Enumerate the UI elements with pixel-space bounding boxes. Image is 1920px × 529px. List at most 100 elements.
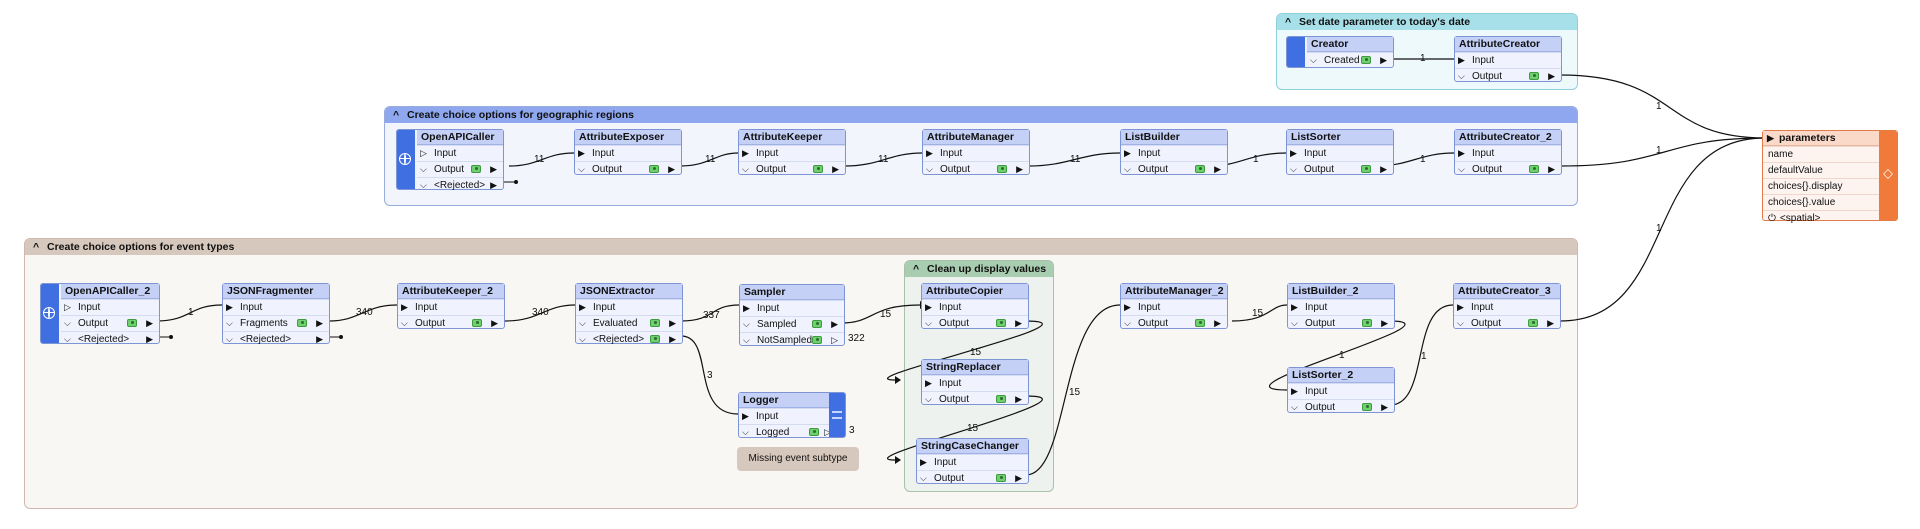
rejected-port[interactable]: ⌵<Rejected>▶ — [576, 331, 682, 347]
sampler-node[interactable]: Sampler ▶Input ⌵Sampled▶ ⌵NotSampled▷ — [739, 284, 845, 346]
input-port[interactable]: ▶Input — [1455, 52, 1561, 68]
eye-icon[interactable] — [1195, 319, 1205, 327]
output-port[interactable]: ⌵Output▶ — [575, 161, 681, 177]
eye-icon[interactable] — [1361, 165, 1371, 173]
output-port[interactable]: ⌵NotSampled▷ — [740, 332, 844, 348]
eye-icon[interactable] — [812, 336, 822, 344]
eye-icon[interactable] — [650, 319, 660, 327]
eye-icon[interactable] — [1528, 319, 1538, 327]
input-port[interactable]: ▶Input — [739, 145, 845, 161]
attributeexposer-node[interactable]: AttributeExposer ▶Input ⌵Output▶ — [574, 129, 682, 175]
eye-icon[interactable] — [813, 165, 823, 173]
input-port[interactable]: ▶Input — [740, 300, 844, 316]
input-port[interactable]: ▶Input — [576, 299, 682, 315]
listsorter-2-node[interactable]: ListSorter_2 ▶Input ⌵Output▶ — [1287, 367, 1395, 413]
input-port[interactable]: ▶Input — [1287, 145, 1393, 161]
output-port[interactable]: ⌵Output▶ — [417, 161, 503, 177]
annotation-note[interactable]: Missing event subtype — [737, 447, 859, 471]
eye-icon[interactable] — [1529, 165, 1539, 173]
input-port[interactable]: ▶Input — [739, 408, 829, 424]
output-port[interactable]: ⌵Output▶ — [1121, 161, 1227, 177]
collapse-icon[interactable]: ^ — [1285, 16, 1292, 28]
eye-icon[interactable] — [471, 165, 481, 173]
attributemanager-node[interactable]: AttributeManager ▶Input ⌵Output▶ — [922, 129, 1030, 175]
eye-icon[interactable] — [1529, 72, 1539, 80]
output-port[interactable]: ⌵Output▶ — [739, 161, 845, 177]
input-port[interactable]: ▶Input — [398, 299, 504, 315]
jsonfragmenter-node[interactable]: JSONFragmenter ▶Input ⌵Fragments▶ ⌵<Reje… — [222, 283, 330, 347]
logger-node[interactable]: Logger ▶Input ⌵Logged▷ — [738, 392, 846, 438]
listsorter-node[interactable]: ListSorter ▶Input ⌵Output▶ — [1286, 129, 1394, 175]
eye-icon[interactable] — [1361, 56, 1371, 64]
output-port[interactable]: ⌵Sampled▶ — [740, 316, 844, 332]
input-port[interactable]: ▶Input — [1454, 299, 1560, 315]
output-port[interactable]: ⌵Output▶ — [398, 315, 504, 331]
eye-icon[interactable] — [127, 319, 137, 327]
eye-icon[interactable] — [650, 335, 660, 343]
eye-icon[interactable] — [997, 165, 1007, 173]
attributekeeper-2-node[interactable]: AttributeKeeper_2 ▶Input ⌵Output▶ — [397, 283, 505, 329]
output-port[interactable]: ⌵Output▶ — [1287, 161, 1393, 177]
attributecreator-3-node[interactable]: AttributeCreator_3 ▶Input ⌵Output▶ — [1453, 283, 1561, 329]
eye-icon[interactable] — [996, 319, 1006, 327]
output-port[interactable]: ⌵Fragments▶ — [223, 315, 329, 331]
listbuilder-node[interactable]: ListBuilder ▶Input ⌵Output▶ — [1120, 129, 1228, 175]
attributemanager-2-node[interactable]: AttributeManager_2 ▶Input ⌵Output▶ — [1120, 283, 1228, 329]
input-port[interactable]: ▶Input — [1121, 299, 1227, 315]
eye-icon[interactable] — [809, 428, 819, 436]
collapse-icon[interactable]: ^ — [33, 241, 40, 253]
stringreplacer-node[interactable]: StringReplacer ▶Input ⌵Output▶ — [921, 359, 1029, 405]
output-port[interactable]: ⌵Output▶ — [1455, 161, 1561, 177]
input-port[interactable]: ▶Input — [922, 299, 1028, 315]
input-port[interactable]: ▶Input — [575, 145, 681, 161]
output-port[interactable]: ⌵Output▶ — [922, 391, 1028, 407]
eye-icon[interactable] — [1362, 319, 1372, 327]
output-port[interactable]: ⌵Output▶ — [923, 161, 1029, 177]
output-port[interactable]: ⌵Output▶ — [1454, 315, 1560, 331]
input-port[interactable]: ▶Input — [1121, 145, 1227, 161]
eye-icon[interactable] — [472, 319, 482, 327]
attributecreator-2-node[interactable]: AttributeCreator_2 ▶Input ⌵Output▶ — [1454, 129, 1562, 175]
stringcasechanger-node[interactable]: StringCaseChanger ▶Input ⌵Output▶ — [916, 438, 1029, 484]
output-port[interactable]: ⌵Output▶ — [1288, 399, 1394, 415]
input-port[interactable]: ▷Input — [61, 299, 159, 315]
rejected-port[interactable]: ⌵<Rejected>▶ — [61, 331, 159, 347]
output-port[interactable]: ⌵Output▶ — [1288, 315, 1394, 331]
input-port[interactable]: ▶Input — [917, 454, 1028, 470]
rejected-port[interactable]: ⌵<Rejected>▶ — [417, 177, 503, 193]
listbuilder-2-node[interactable]: ListBuilder_2 ▶Input ⌵Output▶ — [1287, 283, 1395, 329]
output-port[interactable]: ⌵Evaluated▶ — [576, 315, 682, 331]
eye-icon[interactable] — [297, 319, 307, 327]
input-port[interactable]: ▶Input — [1288, 383, 1394, 399]
collapse-icon[interactable]: ^ — [913, 263, 920, 275]
attributekeeper-node[interactable]: AttributeKeeper ▶Input ⌵Output▶ — [738, 129, 846, 175]
output-port[interactable]: ⌵Created▶ — [1307, 52, 1393, 68]
input-port[interactable]: ▶Input — [923, 145, 1029, 161]
output-port[interactable]: ⌵Output▶ — [917, 470, 1028, 486]
collapse-icon[interactable]: ^ — [393, 109, 400, 121]
eye-icon[interactable] — [996, 395, 1006, 403]
output-port[interactable]: ⌵Output▶ — [61, 315, 159, 331]
eye-icon[interactable] — [1362, 403, 1372, 411]
output-port[interactable]: ⌵Output▶ — [1455, 68, 1561, 84]
jsonextractor-node[interactable]: JSONExtractor ▶Input ⌵Evaluated▶ ⌵<Rejec… — [575, 283, 683, 347]
input-port[interactable]: ▶Input — [1288, 299, 1394, 315]
input-port[interactable]: ▷Input — [417, 145, 503, 161]
parameters-writer-node[interactable]: ▶parameters name defaultValue choices{}.… — [1762, 130, 1898, 224]
eye-icon[interactable] — [996, 474, 1006, 482]
eye-icon[interactable] — [812, 320, 822, 328]
rejected-port[interactable]: ⌵<Rejected>▶ — [223, 331, 329, 347]
input-port[interactable]: ▶Input — [922, 375, 1028, 391]
attributecopier-node[interactable]: AttributeCopier ▶Input ⌵Output▶ — [921, 283, 1029, 329]
input-port[interactable]: ▶Input — [1455, 145, 1561, 161]
eye-icon[interactable] — [649, 165, 659, 173]
input-port[interactable]: ▶Input — [223, 299, 329, 315]
output-port[interactable]: ⌵Logged▷ — [739, 424, 831, 440]
output-port[interactable]: ⌵Output▶ — [1121, 315, 1227, 331]
openapicaller-2-node[interactable]: OpenAPICaller_2 ▷Input ⌵Output▶ ⌵<Reject… — [40, 283, 160, 347]
eye-icon[interactable] — [1195, 165, 1205, 173]
output-port[interactable]: ⌵Output▶ — [922, 315, 1028, 331]
attributecreator-node[interactable]: AttributeCreator ▶Input ⌵Output▶ — [1454, 36, 1562, 82]
creator-node[interactable]: Creator ⌵Created▶ — [1286, 36, 1394, 68]
openapicaller-node[interactable]: OpenAPICaller ▷Input ⌵Output▶ ⌵<Rejected… — [396, 129, 504, 193]
